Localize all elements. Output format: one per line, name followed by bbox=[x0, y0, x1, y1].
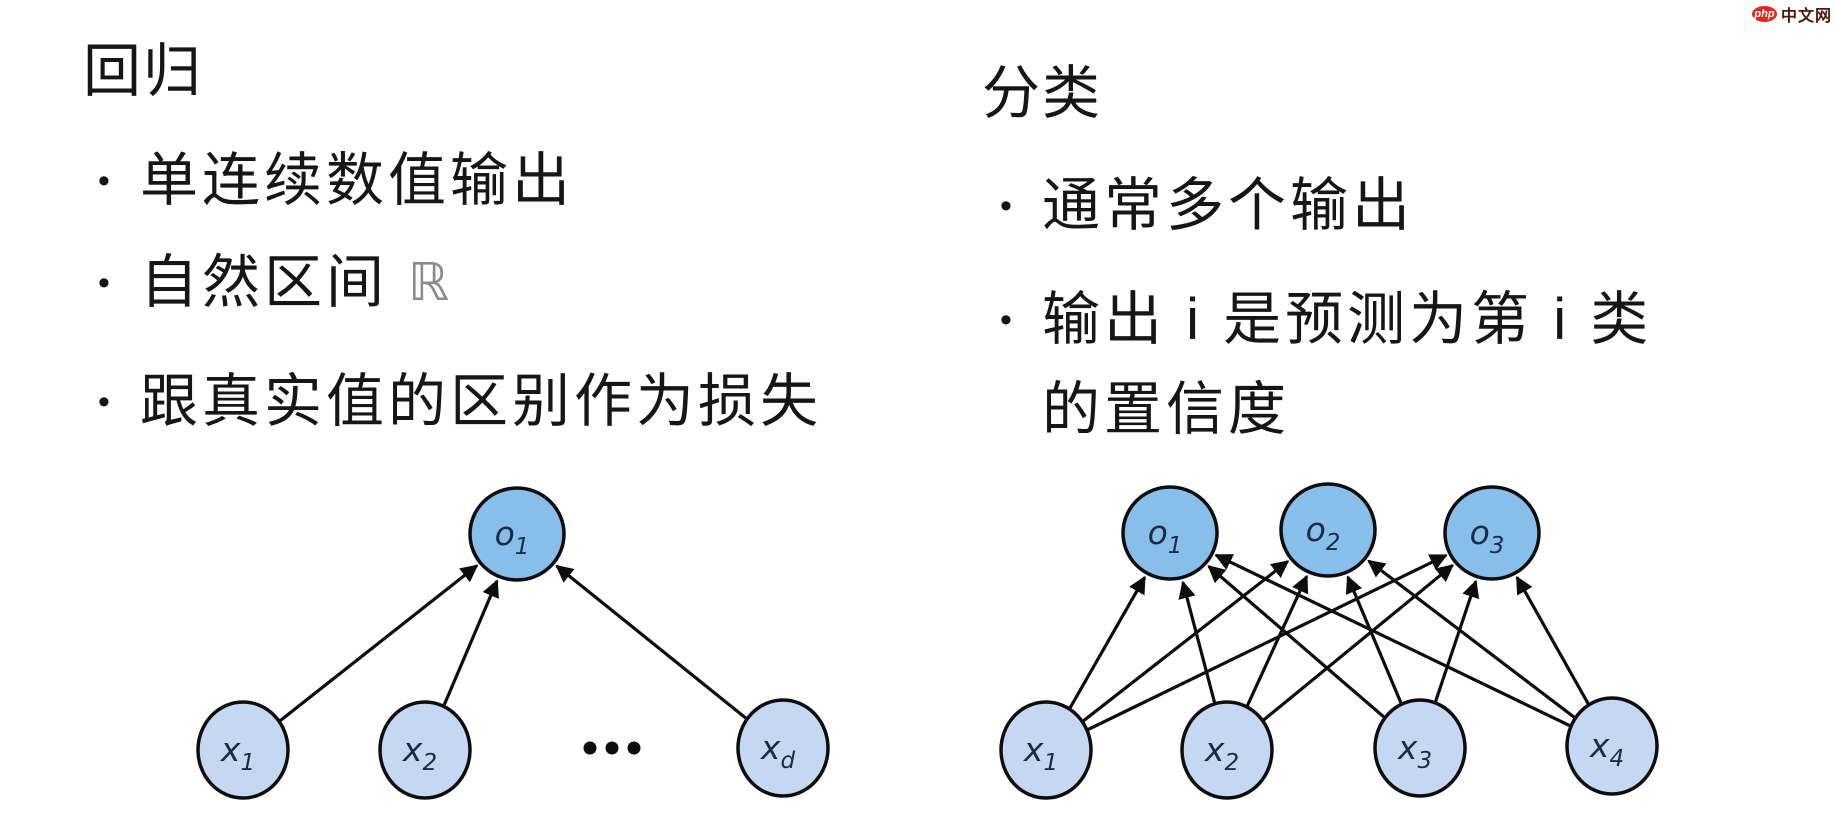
edge-x4-o2 bbox=[1367, 559, 1613, 748]
node-o2: o2 bbox=[1279, 482, 1377, 578]
classification-title: 分类 bbox=[982, 61, 1103, 126]
watermark-site-label: 中文网 bbox=[1780, 8, 1832, 25]
node-x2: x2 bbox=[1180, 700, 1274, 800]
node-x3: x3 bbox=[1373, 698, 1467, 798]
classification-bullet-2: • 输出 i 是预测为第 i 类 bbox=[1000, 287, 1653, 352]
regression-title: 回归 bbox=[83, 39, 204, 104]
edge-x4-o1 bbox=[1214, 553, 1613, 748]
regression-bullet-1: • 单连续数值输出 bbox=[98, 148, 575, 213]
regression-bullet-3-text: 跟真实值的区别作为损失 bbox=[140, 369, 823, 434]
node-o3: o3 bbox=[1443, 485, 1541, 581]
svg-text:o3: o3 bbox=[1470, 513, 1505, 559]
regression-bullet-1-text: 单连续数值输出 bbox=[140, 148, 575, 213]
bullet-icon: • bbox=[98, 161, 110, 200]
watermark: php 中文网 bbox=[1751, 2, 1832, 26]
ellipsis-dots bbox=[583, 741, 641, 755]
regression-bullet-2: • 自然区间 ℝ bbox=[98, 250, 450, 315]
edge-x1-o1 bbox=[242, 564, 479, 752]
classification-bullet-1: • 通常多个输出 bbox=[1000, 173, 1415, 238]
regression-bullet-3: • 跟真实值的区别作为损失 bbox=[98, 369, 823, 434]
classification-network: o1 o2 o3 x1 x2 x3 x4 bbox=[999, 482, 1659, 800]
node-x4: x4 bbox=[1565, 696, 1659, 796]
bullet-icon: • bbox=[1000, 186, 1012, 225]
node-o1: o1 bbox=[468, 486, 566, 582]
classification-bullet-2-text: 输出 i 是预测为第 i 类 bbox=[1042, 287, 1653, 352]
regression-network: o1 x1 x2 xd bbox=[196, 486, 830, 800]
node-x1: x1 bbox=[999, 700, 1093, 800]
regression-bullet-2-text: 自然区间 bbox=[140, 250, 389, 315]
node-xd: xd bbox=[736, 698, 830, 798]
edge-x1-o2 bbox=[1045, 560, 1290, 752]
real-numbers-symbol: ℝ bbox=[408, 253, 450, 314]
php-logo-icon: php bbox=[1751, 6, 1777, 22]
node-x1: x1 bbox=[196, 700, 290, 800]
classification-bullet-1-text: 通常多个输出 bbox=[1042, 173, 1415, 238]
classification-bullet-2-continuation: 的置信度 bbox=[1042, 377, 1291, 442]
edge-x1-o3 bbox=[1045, 553, 1448, 752]
node-x2: x2 bbox=[378, 700, 472, 800]
bullet-icon: • bbox=[1000, 300, 1012, 339]
node-o1: o1 bbox=[1121, 485, 1219, 581]
edge-xd-o1 bbox=[555, 564, 785, 750]
bullet-icon: • bbox=[98, 382, 110, 421]
bullet-icon: • bbox=[98, 263, 110, 302]
